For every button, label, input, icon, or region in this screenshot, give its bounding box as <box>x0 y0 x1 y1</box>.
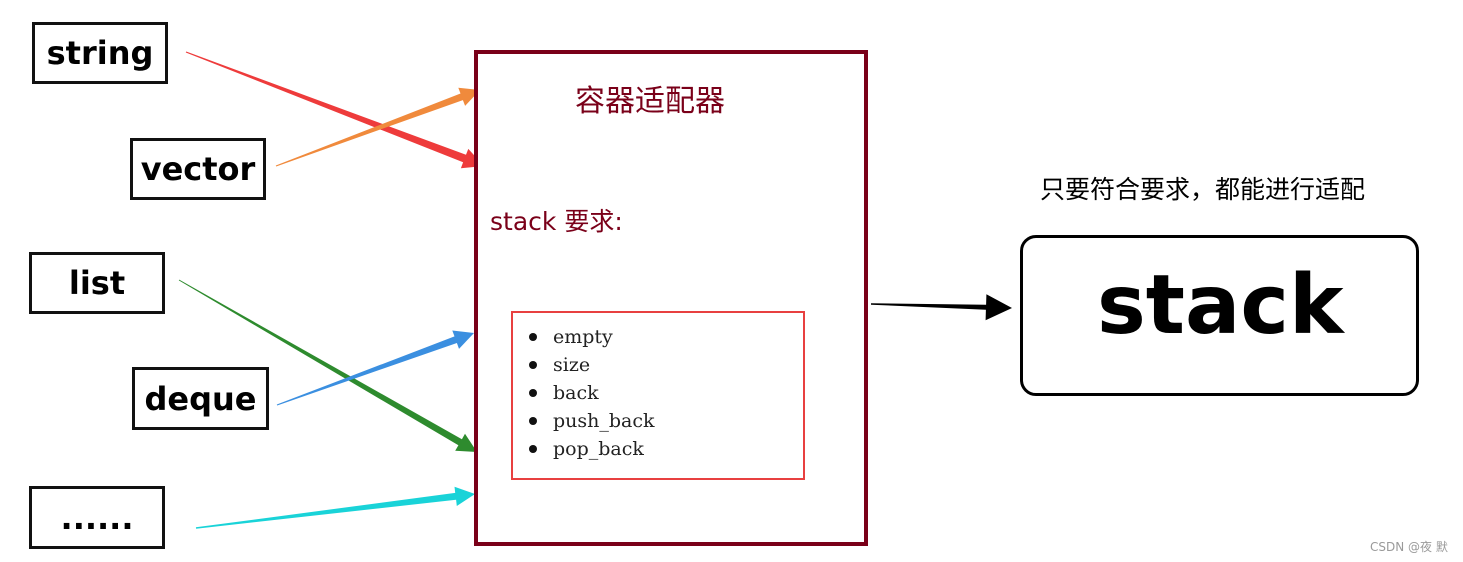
bullet-icon <box>529 417 537 425</box>
result-box: stack <box>1020 235 1419 396</box>
adapter-title: 容器适配器 <box>575 84 725 119</box>
source-label-more: ...... <box>60 498 134 537</box>
requirement-item: back <box>527 379 655 407</box>
source-label-list: list <box>68 264 126 302</box>
arrow-more-to-adapter <box>195 486 475 529</box>
requirement-list: empty size back push_back pop_back <box>527 323 655 463</box>
source-label-deque: deque <box>144 379 257 418</box>
bullet-icon <box>529 445 537 453</box>
result-label: stack <box>1097 258 1344 353</box>
requirement-item: empty <box>527 323 655 351</box>
arrow-adapter-to-stack <box>871 294 1012 321</box>
adapter-note: 只要符合要求，都能进行适配 <box>1040 175 1366 204</box>
requirement-text: push_back <box>553 410 655 432</box>
adapter-box: 容器适配器 stack 要求: empty size back push_bac… <box>474 50 868 546</box>
requirement-box: empty size back push_back pop_back <box>511 311 805 480</box>
requirement-label: stack 要求: <box>490 207 623 236</box>
source-label-vector: vector <box>140 150 256 188</box>
bullet-icon <box>529 389 537 397</box>
requirement-text: back <box>553 382 599 404</box>
requirement-item: size <box>527 351 655 379</box>
watermark: CSDN @夜 默 <box>1370 540 1448 554</box>
requirement-item: push_back <box>527 407 655 435</box>
source-box-vector: vector <box>130 138 266 200</box>
source-box-string: string <box>32 22 168 84</box>
source-label-string: string <box>46 34 154 72</box>
bullet-icon <box>529 333 537 341</box>
requirement-item: pop_back <box>527 435 655 463</box>
source-box-deque: deque <box>132 367 269 430</box>
bullet-icon <box>529 361 537 369</box>
source-box-more: ...... <box>29 486 165 549</box>
requirement-text: pop_back <box>553 438 644 460</box>
requirement-text: empty <box>553 326 613 348</box>
arrow-deque-to-adapter <box>276 330 474 406</box>
arrow-vector-to-adapter <box>275 87 480 167</box>
source-box-list: list <box>29 252 165 314</box>
requirement-text: size <box>553 354 591 376</box>
